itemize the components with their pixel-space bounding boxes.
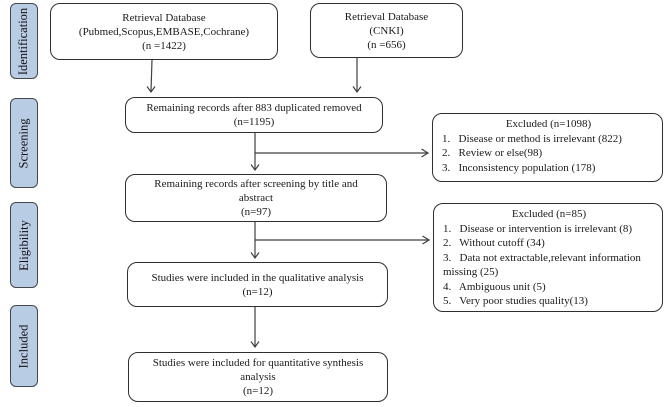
arrow-branch-to-excluded2 — [255, 235, 431, 245]
excluded-title: Excluded (n=85) — [511, 208, 587, 220]
box-quantitative-synthesis: Studies were included for quantitative s… — [128, 352, 388, 402]
box-line: Retrieval Database — [122, 11, 206, 24]
arrow-branch-to-excluded1 — [255, 148, 430, 158]
box-line: (n=12) — [242, 285, 273, 298]
stage-label-text: Eligibility — [16, 219, 31, 271]
excluded-reason: 2. Without cutoff (34) — [443, 237, 545, 249]
box-line: Remaining records after 883 duplicated r… — [146, 102, 362, 114]
arrow-db2-to-dedup — [352, 58, 362, 94]
box-retrieval-database-western: Retrieval Database (Pubmed,Scopus,EMBASE… — [50, 3, 278, 60]
box-line: analysis — [240, 371, 276, 383]
box-line: Remaining records after screening by tit… — [154, 178, 358, 190]
arrow-db1-to-dedup — [146, 59, 156, 94]
arrow-screened-to-qualitative — [250, 222, 260, 260]
box-line: abstract — [238, 192, 274, 204]
box-excluded-screening: Excluded (n=1098) 1. Disease or method i… — [432, 113, 663, 182]
box-line: (n =656) — [367, 38, 406, 51]
excluded-reason: 3. Inconsistency population (178) — [442, 161, 596, 174]
box-line: (n=1195) — [233, 116, 275, 128]
box-records-after-dedup: Remaining records after 883 duplicated r… — [125, 97, 383, 133]
excluded-title: Excluded (n=1098) — [505, 118, 592, 130]
excluded-reason: 1. Disease or method is irrelevant (822) — [442, 132, 622, 145]
excluded-reason: 2. Review or else(98) — [442, 147, 543, 159]
arrow-dedup-to-screened — [250, 133, 260, 172]
excluded-reason: 1. Disease or intervention is irrelevant… — [443, 222, 633, 235]
box-line: (n=97) — [240, 206, 272, 218]
arrow-qualitative-to-quantitative — [250, 307, 260, 349]
stage-label-text: Screening — [16, 118, 31, 168]
stage-label-identification: Identification — [10, 3, 38, 79]
stage-label-eligibility: Eligibility — [10, 202, 38, 288]
box-line: (n =1422) — [142, 39, 186, 52]
box-retrieval-database-cnki: Retrieval Database (CNKI) (n =656) — [310, 3, 463, 58]
stage-label-included: Included — [10, 305, 38, 387]
box-line: Studies were included for quantitative s… — [152, 357, 364, 369]
stage-label-text: Identification — [16, 7, 31, 75]
excluded-reason: 3. Data not extractable,relevant informa… — [443, 251, 644, 279]
box-line: (n=12) — [242, 385, 274, 397]
box-line: (Pubmed,Scopus,EMBASE,Cochrane) — [78, 25, 250, 38]
stage-label-screening: Screening — [10, 98, 38, 188]
box-line: Studies were included in the qualitative… — [151, 271, 364, 284]
excluded-reason: 4. Ambiguous unit (5) — [443, 280, 546, 293]
box-line: Retrieval Database — [344, 10, 429, 23]
stage-label-text: Included — [16, 324, 31, 368]
box-qualitative-analysis: Studies were included in the qualitative… — [127, 262, 388, 307]
excluded-reason: 5. Very poor studies quality(13) — [443, 295, 588, 307]
box-line: (CNKI) — [369, 24, 404, 37]
box-excluded-eligibility: Excluded (n=85) 1. Disease or interventi… — [433, 203, 663, 312]
box-records-after-screening: Remaining records after screening by tit… — [125, 174, 387, 222]
